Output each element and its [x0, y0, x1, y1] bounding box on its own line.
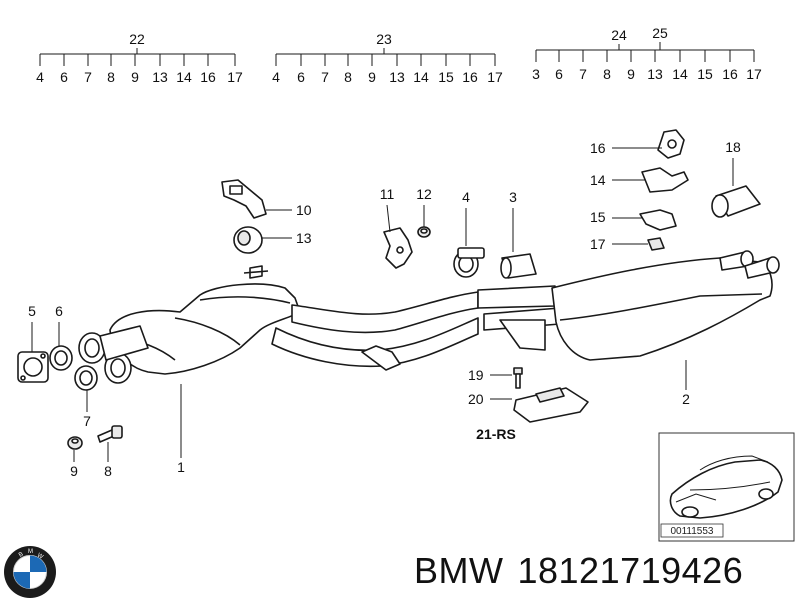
- item-label: 14: [672, 66, 688, 82]
- callout-15: 15: [590, 209, 606, 225]
- item-label: 16: [200, 69, 216, 85]
- group-22-ticks: [39, 54, 236, 66]
- item-label: 16: [722, 66, 738, 82]
- item-label: 3: [532, 66, 540, 82]
- sleeve-3: [500, 253, 537, 279]
- item-label: 17: [227, 69, 243, 85]
- item-label: 7: [321, 69, 329, 85]
- callout-12: 12: [416, 186, 432, 202]
- group-24-ticks: [535, 50, 755, 62]
- item-label: 7: [84, 69, 92, 85]
- item-label: 15: [438, 69, 454, 85]
- callout-10: 10: [296, 202, 312, 218]
- callout-8: 8: [104, 463, 112, 479]
- svg-text:B: B: [18, 552, 24, 559]
- group-title: 22: [129, 31, 145, 47]
- item-label: 9: [131, 69, 139, 85]
- bolt-19: [513, 367, 523, 389]
- hanger-10: [221, 179, 267, 219]
- group-24-items: 3 6 7 8 9 13 14 15 16 17: [532, 66, 762, 82]
- clamp-4: [453, 247, 485, 278]
- svg-text:M: M: [28, 549, 33, 555]
- sealing-ring-6: [49, 345, 73, 371]
- callout-2: 2: [682, 391, 690, 407]
- item-label: 13: [152, 69, 168, 85]
- callout-11: 11: [380, 186, 395, 202]
- item-label: 13: [647, 66, 663, 82]
- item-label: 13: [389, 69, 405, 85]
- group-title-secondary: 25: [652, 25, 668, 41]
- item-label: 7: [579, 66, 587, 82]
- callout-19: 19: [468, 367, 484, 383]
- callout-18: 18: [725, 139, 741, 155]
- item-label: 14: [413, 69, 429, 85]
- bolt-8: [97, 425, 123, 443]
- item-label: 6: [297, 69, 305, 85]
- callout-13: 13: [296, 230, 312, 246]
- plate-20: [513, 387, 589, 423]
- svg-text:W: W: [36, 553, 44, 561]
- callouts: 1 2 3 4 5 6 7 8 9 10 11 12 13 14 15 16 1…: [28, 139, 741, 479]
- nut-9: [67, 436, 83, 450]
- sleeve-18: [711, 185, 761, 218]
- item-label: 8: [107, 69, 115, 85]
- callout-9: 9: [70, 463, 78, 479]
- part-title: BMW 18121719426: [414, 550, 757, 592]
- nut-12: [417, 226, 431, 238]
- group-title: 23: [376, 31, 392, 47]
- group-22: 22 4 6 7 8 9 13 14 16 17: [36, 31, 243, 85]
- item-label: 9: [368, 69, 376, 85]
- callout-14: 14: [590, 172, 606, 188]
- bmw-logo-icon: B M W: [4, 546, 56, 598]
- item-label: 14: [176, 69, 192, 85]
- rubber-mount-13: [233, 226, 263, 254]
- item-label: 8: [344, 69, 352, 85]
- callout-3: 3: [509, 189, 517, 205]
- callout-17: 17: [590, 236, 606, 252]
- callout-5: 5: [28, 303, 36, 319]
- item-label: 4: [272, 69, 280, 85]
- item-label: 17: [487, 69, 503, 85]
- front-pipe-assembly: [78, 265, 479, 384]
- callout-16: 16: [590, 140, 606, 156]
- nut-17: [647, 237, 665, 251]
- bracket-14: [641, 167, 689, 193]
- sealing-ring-7: [74, 365, 98, 391]
- thumbnail-code: 00111553: [670, 526, 713, 537]
- car-thumbnail: 00111553: [658, 432, 795, 542]
- group-title: 24: [611, 27, 627, 43]
- callout-7: 7: [83, 413, 91, 429]
- callout-6: 6: [55, 303, 63, 319]
- rear-muffler: [477, 250, 780, 361]
- group-24-25: 24 25 3 6 7 8 9 13 14 15 16 17: [532, 25, 762, 82]
- item-label: 4: [36, 69, 44, 85]
- bracket-15: [639, 209, 677, 231]
- callout-4: 4: [462, 189, 470, 205]
- item-label: 15: [697, 66, 713, 82]
- group-22-items: 4 6 7 8 9 13 14 16 17: [36, 69, 243, 85]
- part-number: 18121719426: [517, 550, 744, 591]
- callout-1: 1: [177, 459, 185, 475]
- callout-20: 20: [468, 391, 484, 407]
- group-23-items: 4 6 7 8 9 13 14 15 16 17: [272, 69, 503, 85]
- item-label: 8: [603, 66, 611, 82]
- item-label: 6: [555, 66, 563, 82]
- item-label: 16: [462, 69, 478, 85]
- callout-21-rs: 21-RS: [476, 426, 516, 442]
- bracket-11: [383, 227, 413, 269]
- group-23: 23 4 6 7 8 9 13 14 15 16 17: [272, 31, 503, 85]
- item-label: 17: [746, 66, 762, 82]
- item-label: 9: [627, 66, 635, 82]
- brand-name: BMW: [414, 550, 504, 591]
- item-label: 6: [60, 69, 68, 85]
- gasket-5: [17, 351, 49, 383]
- hanger-16: [657, 129, 685, 159]
- group-23-ticks: [275, 54, 496, 66]
